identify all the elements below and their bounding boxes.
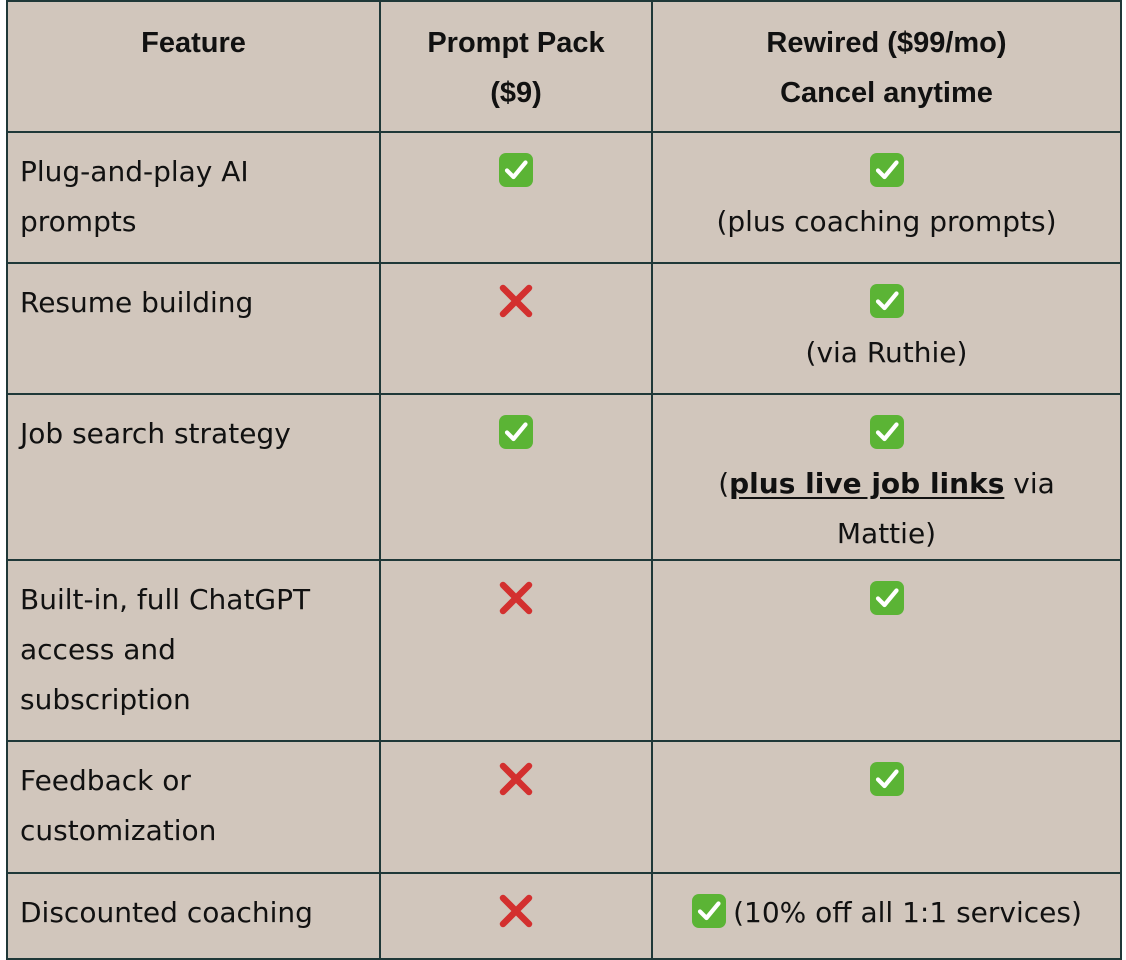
table-row: Feedback or customization: [6, 740, 1122, 874]
prompt-pack-cell: [379, 262, 653, 395]
rewired-note-tail: via Mattie): [836, 467, 1055, 550]
rewired-cell: (plus live job links via Mattie): [651, 393, 1122, 561]
feature-label: customization: [20, 814, 217, 847]
check-icon: [498, 152, 534, 188]
feature-label: Feedback or: [20, 764, 191, 797]
check-icon: [691, 893, 727, 929]
rewired-note: (plus live job links via Mattie): [665, 459, 1108, 559]
feature-cell: Discounted coaching: [6, 872, 381, 960]
table-row: Job search strategy (plus live job links…: [6, 393, 1122, 561]
check-icon: [869, 580, 905, 616]
prompt-pack-cell: [379, 559, 653, 742]
check-icon: [498, 414, 534, 450]
feature-label: Discounted coaching: [20, 896, 313, 929]
cross-icon: [498, 761, 534, 797]
live-job-links-link[interactable]: plus live job links: [729, 467, 1005, 500]
cross-icon: [498, 893, 534, 929]
feature-label: Resume building: [20, 286, 254, 319]
feature-label: prompts: [20, 205, 137, 238]
prompt-pack-cell: [379, 393, 653, 561]
check-icon: [869, 152, 905, 188]
cross-icon: [498, 283, 534, 319]
feature-cell: Resume building: [6, 262, 381, 395]
feature-label: Built-in, full ChatGPT: [20, 583, 311, 616]
feature-cell: Plug-and-play AI prompts: [6, 131, 381, 264]
rewired-note-open: (: [718, 467, 730, 500]
header-feature: Feature: [6, 0, 381, 133]
table-row: Plug-and-play AI prompts (plus coaching …: [6, 131, 1122, 264]
prompt-pack-cell: [379, 131, 653, 264]
rewired-note: (10% off all 1:1 services): [733, 896, 1082, 929]
feature-label: subscription: [20, 683, 191, 716]
header-rewired: Rewired ($99/mo) Cancel anytime: [651, 0, 1122, 133]
rewired-cell: (plus coaching prompts): [651, 131, 1122, 264]
rewired-cell: (via Ruthie): [651, 262, 1122, 395]
feature-cell: Built-in, full ChatGPT access and subscr…: [6, 559, 381, 742]
table-row: Built-in, full ChatGPT access and subscr…: [6, 559, 1122, 742]
rewired-note: (plus coaching prompts): [716, 205, 1057, 238]
prompt-pack-cell: [379, 872, 653, 960]
header-row: Feature Prompt Pack ($9) Rewired ($99/mo…: [6, 0, 1122, 133]
table-row: Resume building (via Ruthie): [6, 262, 1122, 395]
header-prompt-pack: Prompt Pack ($9): [379, 0, 653, 133]
header-feature-label: Feature: [141, 27, 246, 59]
prompt-pack-cell: [379, 740, 653, 874]
header-rewired-name: Rewired ($99/mo): [766, 27, 1007, 59]
feature-cell: Job search strategy: [6, 393, 381, 561]
rewired-note: (via Ruthie): [805, 336, 968, 369]
check-icon: [869, 414, 905, 450]
header-rewired-terms: Cancel anytime: [780, 77, 993, 109]
header-prompt-pack-name: Prompt Pack: [427, 27, 605, 59]
comparison-table: Feature Prompt Pack ($9) Rewired ($99/mo…: [6, 0, 1122, 960]
rewired-cell: [651, 559, 1122, 742]
feature-label: Plug-and-play AI: [20, 155, 249, 188]
rewired-cell: [651, 740, 1122, 874]
feature-label: access and: [20, 633, 176, 666]
rewired-cell: (10% off all 1:1 services): [651, 872, 1122, 960]
header-prompt-pack-price: ($9): [490, 77, 542, 109]
feature-cell: Feedback or customization: [6, 740, 381, 874]
feature-label: Job search strategy: [20, 417, 291, 450]
table-row: Discounted coaching (10% off all 1:1 ser…: [6, 872, 1122, 960]
check-icon: [869, 283, 905, 319]
cross-icon: [498, 580, 534, 616]
check-icon: [869, 761, 905, 797]
